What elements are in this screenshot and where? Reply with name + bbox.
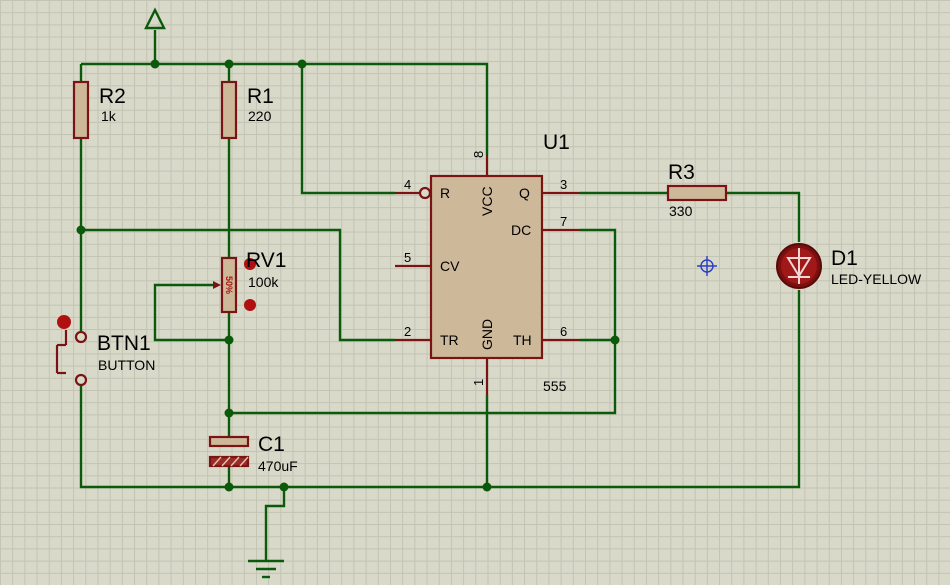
wire-reset[interactable]: [300, 64, 395, 195]
resistor-r2-body: [72, 80, 90, 140]
u1-pin-2-number: 2: [404, 324, 411, 339]
power-arrow-icon: [144, 7, 166, 30]
potentiometer-rv1[interactable]: 50% RV1 100k: [213, 249, 286, 314]
junction-dot: [150, 59, 160, 69]
c1-value-label: 470uF: [258, 458, 298, 474]
u1-pin-dc-name: DC: [511, 222, 531, 238]
btn1-value-label: BUTTON: [98, 357, 155, 373]
u1-pin-6-number: 6: [560, 324, 567, 339]
r1-value-label: 220: [248, 108, 272, 124]
c1-plate-hatch: [221, 456, 231, 467]
rv1-ref-label: RV1: [246, 249, 286, 272]
ground-icon: [248, 559, 284, 579]
u1-pin-gnd-name: GND: [479, 319, 495, 350]
wire-trigger[interactable]: [81, 228, 395, 342]
junction-dot: [279, 482, 289, 492]
u1-value-label: 555: [543, 378, 567, 394]
u1-pin-r-name: R: [440, 185, 450, 201]
wire-vcc-rail[interactable]: [81, 62, 489, 155]
d1-ref-label: D1: [831, 247, 858, 270]
u1-pin-cv-name: CV: [440, 258, 460, 274]
r3-ref-label: R3: [668, 161, 695, 184]
c1-plate-hatch: [239, 456, 249, 467]
u1-pin-1-number: 1: [471, 379, 486, 386]
u1-pin-vcc-name: VCC: [479, 186, 495, 216]
u1-ref-label: U1: [543, 131, 570, 154]
rv1-value-label: 100k: [248, 274, 279, 290]
wire-ground-terminal[interactable]: [264, 487, 286, 560]
wire-r3-d1[interactable]: [726, 191, 801, 242]
r2-value-label: 1k: [101, 108, 117, 124]
r3-value-label: 330: [669, 203, 693, 219]
rv1-decrement-icon[interactable]: [244, 258, 256, 270]
u1-pin-tr-name: TR: [440, 332, 459, 348]
resistor-r1[interactable]: R1 220: [220, 80, 274, 140]
r2-ref-label: R2: [99, 85, 126, 108]
u1-pin-4-number: 4: [404, 177, 411, 192]
c1-plate-hatch: [212, 456, 222, 467]
wires: [79, 30, 801, 560]
junction-dot: [482, 482, 492, 492]
rv1-increment-icon[interactable]: [244, 299, 256, 311]
c1-plate-top: [208, 435, 250, 448]
u1-pin-4-inversion-bubble: [418, 186, 432, 200]
rv1-body: [220, 256, 238, 314]
btn1-contact-top: [74, 330, 88, 344]
wire-ground-bus[interactable]: [79, 290, 801, 489]
junction-dot: [224, 59, 234, 69]
btn1-actuator-icon[interactable]: [57, 315, 71, 329]
junction-dot: [224, 335, 234, 345]
junction-dot: [224, 408, 234, 418]
junction-dot: [297, 59, 307, 69]
junctions: [76, 59, 620, 492]
junction-dot: [76, 225, 86, 235]
button-btn1[interactable]: BTN1 BUTTON: [55, 315, 155, 387]
resistor-r2[interactable]: R2 1k: [72, 80, 126, 140]
u1-pin-7-number: 7: [560, 214, 567, 229]
u1-pin-th-name: TH: [513, 332, 532, 348]
d1-value-label: LED-YELLOW: [831, 271, 922, 287]
resistor-r1-body: [220, 80, 238, 140]
wire-rv1-wiper[interactable]: [153, 283, 229, 342]
capacitor-c1[interactable]: C1 470uF: [208, 433, 298, 474]
power-terminal[interactable]: [144, 7, 166, 30]
c1-ref-label: C1: [258, 433, 285, 456]
resistor-r3[interactable]: R3 330: [666, 161, 728, 219]
rv1-wiper-arrow-icon: [213, 281, 221, 289]
c1-plate-hatch: [230, 456, 240, 467]
junction-dot: [610, 335, 620, 345]
junction-dot: [224, 482, 234, 492]
r1-ref-label: R1: [247, 85, 274, 108]
u1-pin-5-number: 5: [404, 250, 411, 265]
ic-u1-555[interactable]: 4 5 2 8 1 3 7 6 R CV TR VCC GND Q DC TH …: [395, 131, 580, 395]
u1-pin-q-name: Q: [519, 185, 530, 201]
u1-body: [429, 174, 544, 360]
led-d1[interactable]: D1 LED-YELLOW: [776, 243, 922, 289]
crosshair-cursor-icon: [697, 256, 717, 276]
btn1-ref-label: BTN1: [97, 332, 151, 355]
rv1-wiper-label: 50%: [224, 276, 234, 294]
resistor-r3-body: [666, 184, 728, 202]
btn1-contact-bottom: [74, 373, 88, 387]
wire-threshold-loop[interactable]: [229, 228, 617, 415]
ground-terminal[interactable]: [248, 559, 284, 579]
u1-pin-3-number: 3: [560, 177, 567, 192]
u1-pin-8-number: 8: [471, 151, 486, 158]
